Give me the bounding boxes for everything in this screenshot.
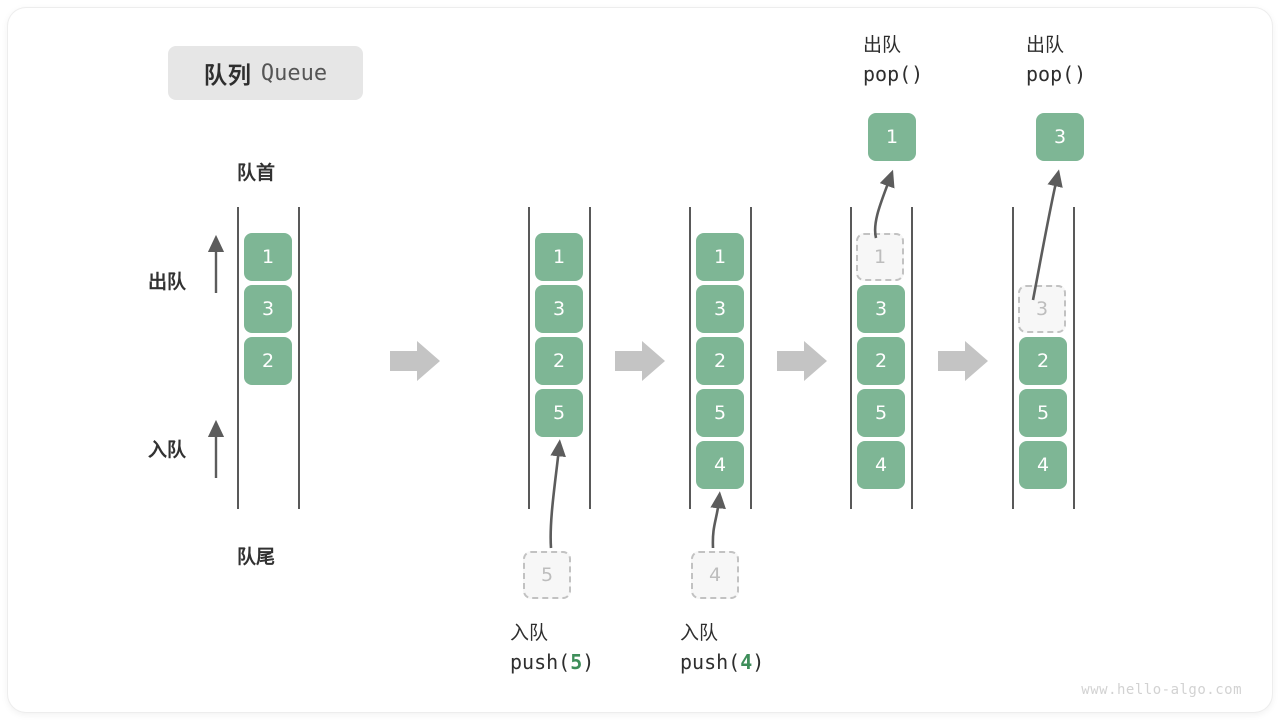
op-4-prefix: push( <box>680 649 741 674</box>
op-5-arg: 5 <box>570 649 583 674</box>
op-4-arg: 4 <box>740 649 753 674</box>
label-enqueue-direction: 入队 <box>148 439 187 461</box>
diagram-title-chip: 队列 Queue <box>168 46 363 100</box>
title-cn: 队列 <box>203 63 252 89</box>
cell-3-0: 1 <box>696 233 744 281</box>
op-pop3-suffix: ) <box>1074 61 1087 86</box>
popped-cell-3: 3 <box>1036 113 1084 161</box>
op-pop1-prefix: pop( <box>863 61 912 86</box>
cell-2-1: 3 <box>535 285 583 333</box>
op-label-push-4-code: push(4) <box>680 648 764 677</box>
cell-1-1: 3 <box>244 285 292 333</box>
op-label-pop-1: 出队 pop() <box>863 32 923 89</box>
cell-5-2: 4 <box>1019 441 1067 489</box>
ghost-cell-push-4: 4 <box>691 551 739 599</box>
cell-4-0: 3 <box>857 285 905 333</box>
watermark: www.hello-algo.com <box>1081 682 1242 698</box>
op-label-pop-3: 出队 pop() <box>1026 32 1086 89</box>
op-4-suffix: ) <box>752 649 765 674</box>
op-label-push-4-cn: 入队 <box>680 622 719 644</box>
op-label-push-5-cn: 入队 <box>510 622 549 644</box>
popped-cell-1: 1 <box>868 113 916 161</box>
rail-left-5 <box>1012 207 1014 509</box>
title-en: Queue <box>260 60 328 86</box>
op-label-push-5: 入队 push(5) <box>510 620 594 677</box>
cell-3-3: 5 <box>696 389 744 437</box>
rail-right-4 <box>911 207 913 509</box>
op-label-pop-1-cn: 出队 <box>863 34 902 56</box>
cell-3-2: 2 <box>696 337 744 385</box>
ghost-cell-pop-3: 3 <box>1018 285 1066 333</box>
op-label-pop-3-cn: 出队 <box>1026 34 1065 56</box>
rail-left-3 <box>689 207 691 509</box>
op-5-suffix: ) <box>582 649 595 674</box>
op-pop3-prefix: pop( <box>1026 61 1075 86</box>
rail-left-2 <box>528 207 530 509</box>
cell-1-2: 2 <box>244 337 292 385</box>
rail-right-1 <box>298 207 300 509</box>
cell-4-3: 4 <box>857 441 905 489</box>
label-queue-back: 队尾 <box>237 546 276 568</box>
ghost-cell-push-5: 5 <box>523 551 571 599</box>
rail-right-2 <box>589 207 591 509</box>
label-queue-front: 队首 <box>237 162 276 184</box>
rail-right-3 <box>750 207 752 509</box>
cell-4-1: 2 <box>857 337 905 385</box>
op-5-prefix: push( <box>510 649 571 674</box>
op-pop1-suffix: ) <box>911 61 924 86</box>
cell-4-2: 5 <box>857 389 905 437</box>
cell-1-0: 1 <box>244 233 292 281</box>
op-label-pop-3-code: pop() <box>1026 60 1086 89</box>
rail-left-1 <box>237 207 239 509</box>
diagram-card <box>8 8 1272 712</box>
ghost-cell-pop-1: 1 <box>856 233 904 281</box>
cell-3-1: 3 <box>696 285 744 333</box>
cell-2-2: 2 <box>535 337 583 385</box>
cell-2-0: 1 <box>535 233 583 281</box>
op-label-push-5-code: push(5) <box>510 648 594 677</box>
cell-2-3: 5 <box>535 389 583 437</box>
cell-5-1: 5 <box>1019 389 1067 437</box>
cell-3-4: 4 <box>696 441 744 489</box>
op-label-push-4: 入队 push(4) <box>680 620 764 677</box>
op-label-pop-1-code: pop() <box>863 60 923 89</box>
rail-left-4 <box>850 207 852 509</box>
cell-5-0: 2 <box>1019 337 1067 385</box>
label-dequeue-direction: 出队 <box>148 271 187 293</box>
rail-right-5 <box>1073 207 1075 509</box>
